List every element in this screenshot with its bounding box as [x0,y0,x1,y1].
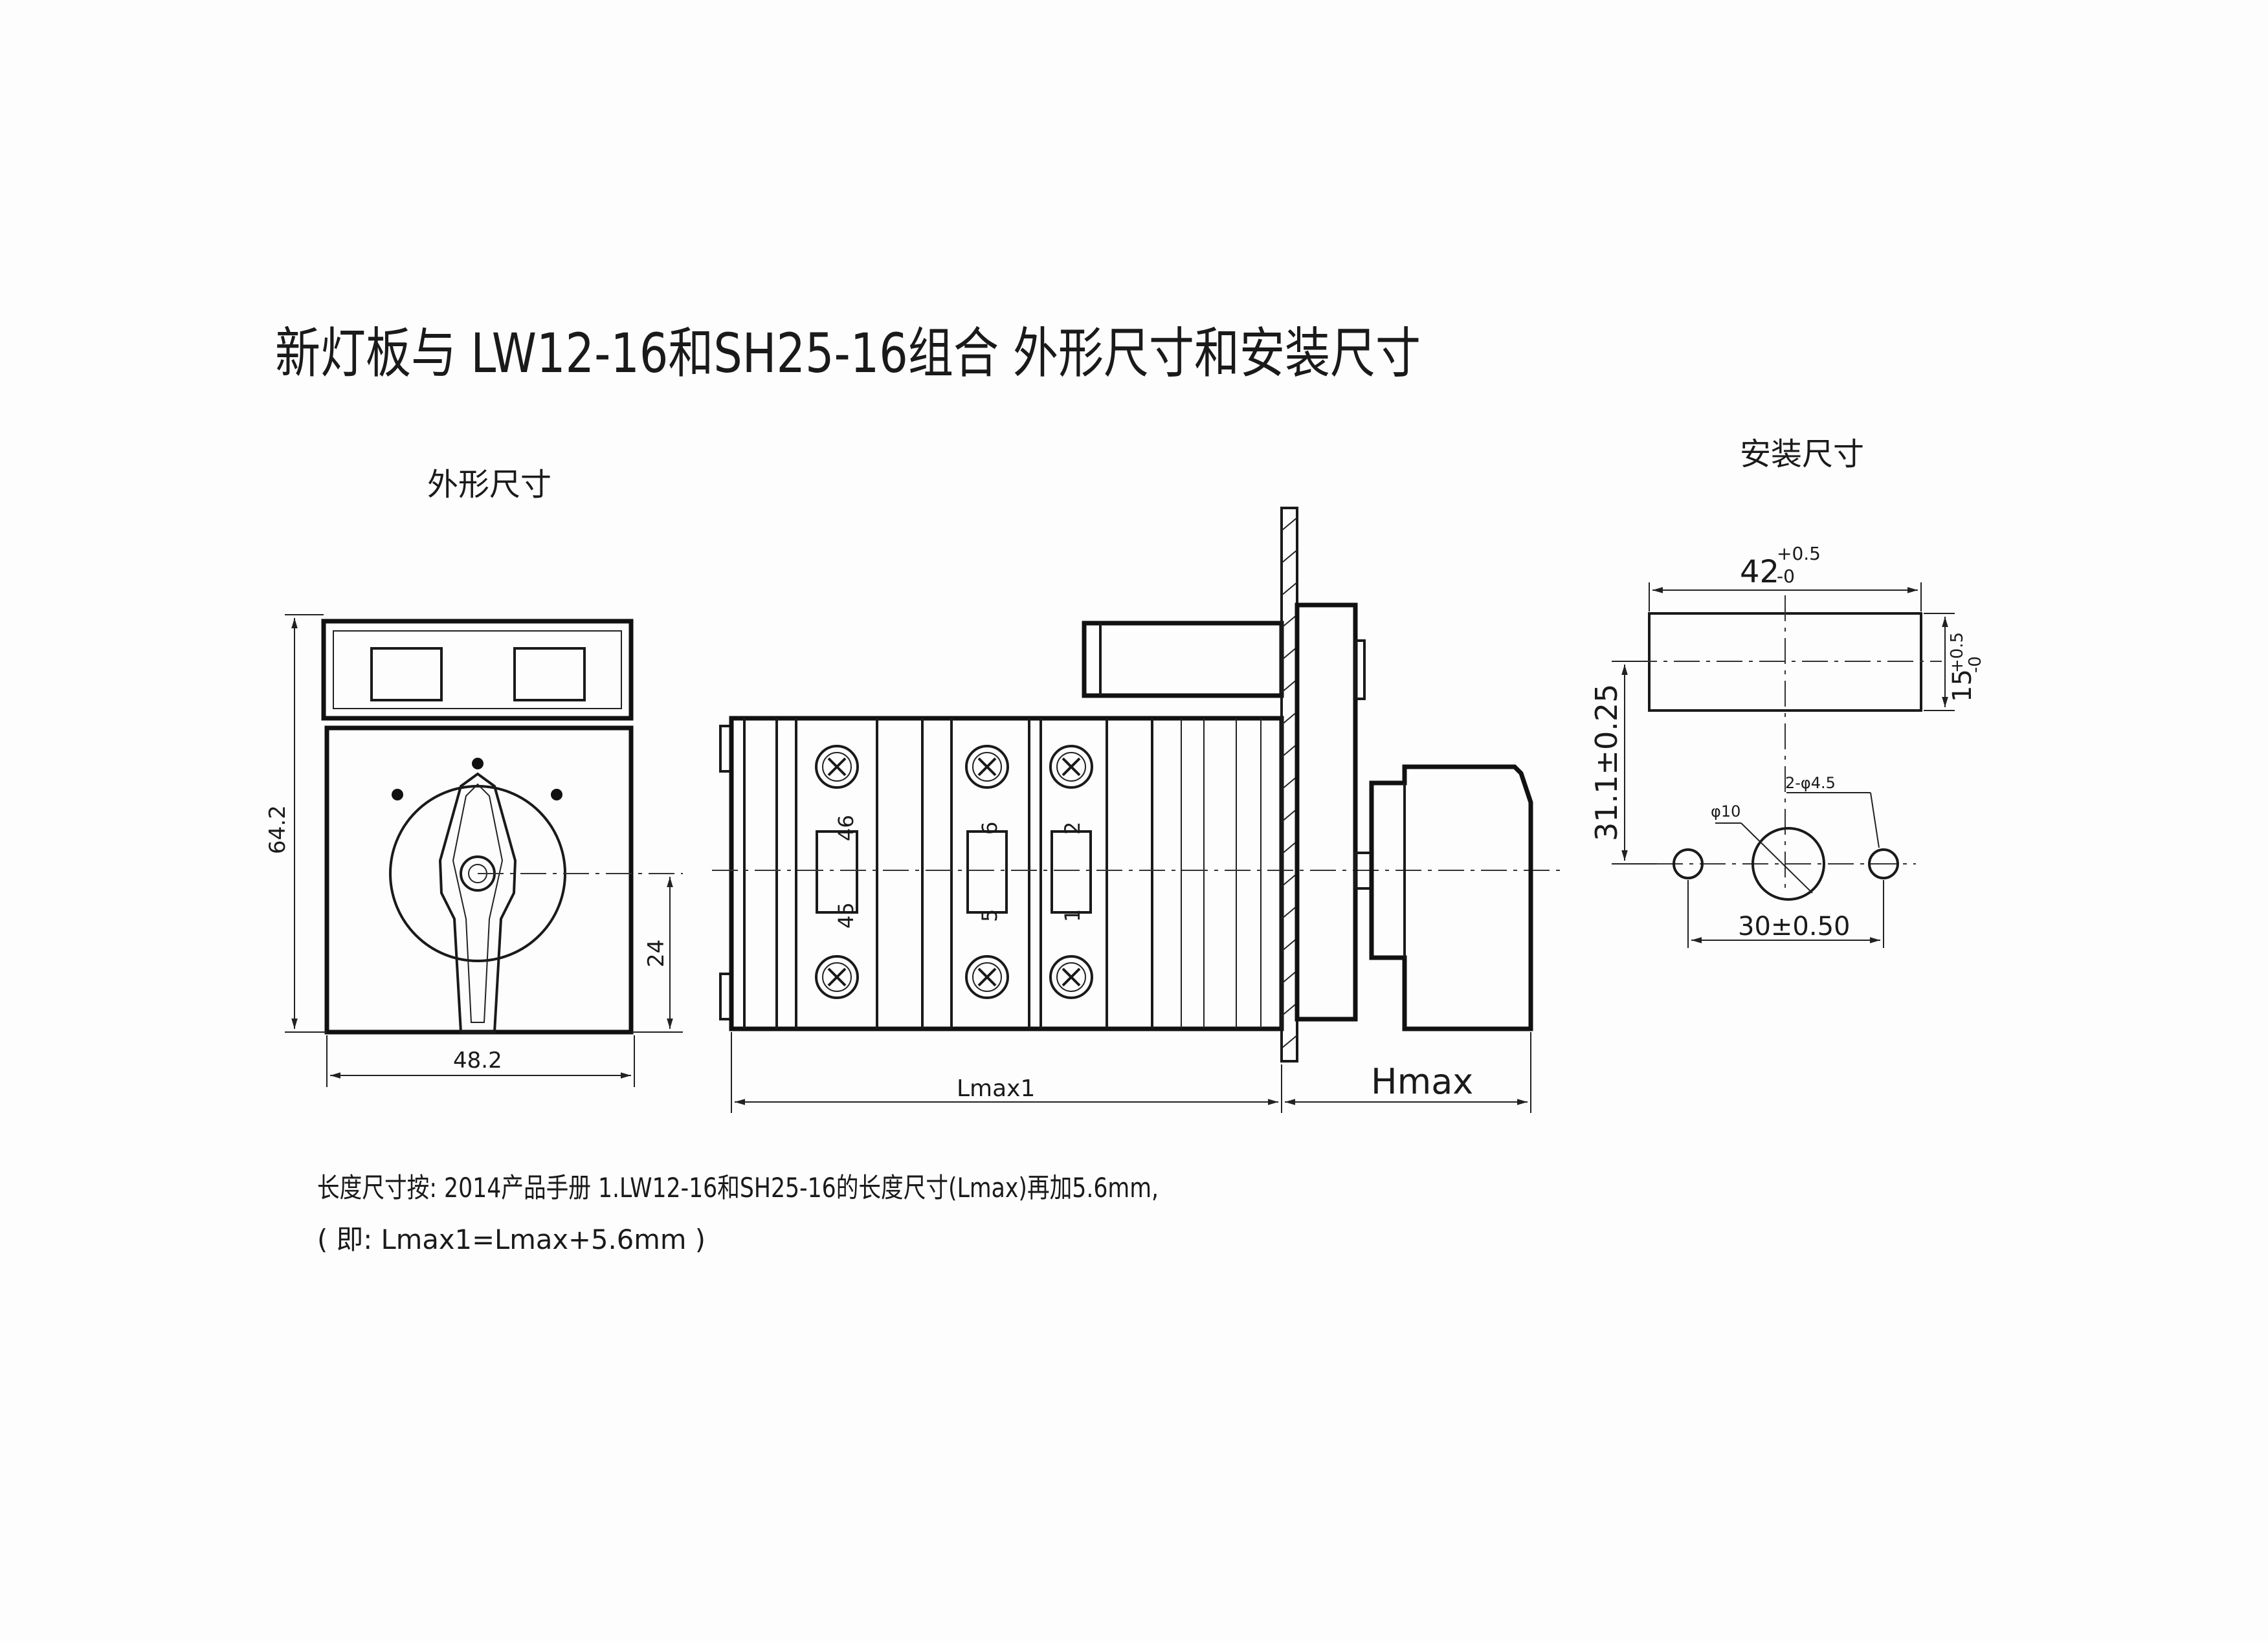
terminal-number: 46 [834,815,858,841]
drawing-title: 新灯板与 LW12-16和SH25-16组合 外形尺寸和安装尺寸 [275,322,1421,385]
knob-side [1369,764,1533,1031]
dim-width: 48.2 [453,1048,502,1074]
note-line-2: ( 即: Lmax1=Lmax+5.6mm ) [317,1224,706,1255]
dim-hmax: Hmax [1371,1061,1473,1102]
hole-side-right [1868,848,1899,879]
terminal-screw [815,955,859,999]
terminal-number: 6 [977,822,1002,835]
dim-center-offset: 31.1±0.25 [1589,684,1624,841]
position-dot-center [472,758,484,769]
position-dot-right [551,789,562,800]
terminal-screw [965,955,1009,999]
terminal-screw [815,745,859,789]
dim-lmax1: Lmax1 [957,1075,1035,1102]
front-view: 64.2 24 48.2 [265,614,683,1087]
hole-center [1751,827,1825,901]
mounting-heading: 安装尺寸 [1740,436,1864,472]
dim-cut-width: 42 [1740,554,1779,590]
dim-cut-height: 15 [1948,669,1977,702]
lamp-board-side [1082,621,1284,698]
terminal-number: 2 [1060,822,1085,835]
rotary-handle [438,772,517,1033]
terminal-screw [1049,955,1093,999]
dim-holes-side: 2-φ4.5 [1785,774,1836,792]
terminal-screw [965,745,1009,789]
dim-cut-width-tol-plus: +0.5 [1777,543,1821,564]
lamp-board-inner [333,630,622,709]
dim-cut-height-tol-plus: +0.5 [1948,632,1967,673]
front-bezel [1295,602,1358,1022]
mounting-view: 42 +0.5 -0 15 +0.5 -0 31.1±0.25 φ10 2-φ4… [1589,543,1985,948]
dim-hole-center: φ10 [1711,802,1740,820]
dim-cut-height-tol-minus: -0 [1966,656,1985,673]
dim-height-axis: 24 [643,940,669,967]
note-line-1: 长度尺寸按: 2014产品手册 1.LW12-16和SH25-16的长度尺寸(L… [317,1172,1159,1204]
dim-height-total: 64.2 [265,805,291,854]
dim-hole-spacing: 30±0.50 [1738,912,1850,942]
terminal-number: 1 [1060,909,1085,922]
indicator-lamp-right [513,647,586,701]
side-view: 46 6 2 45 5 1 Lmax1 Hmax [712,507,1566,1113]
indicator-lamp-left [370,647,443,701]
hole-side-left [1673,848,1704,879]
mounting-panel [1280,507,1298,1063]
dim-cut-width-tol-minus: -0 [1777,566,1795,587]
position-dot-left [392,789,403,800]
terminal-number: 5 [977,909,1002,922]
terminal-number: 45 [834,902,858,929]
outline-heading: 外形尺寸 [427,467,551,503]
lamp-board [321,619,634,721]
terminal-screw [1049,745,1093,789]
